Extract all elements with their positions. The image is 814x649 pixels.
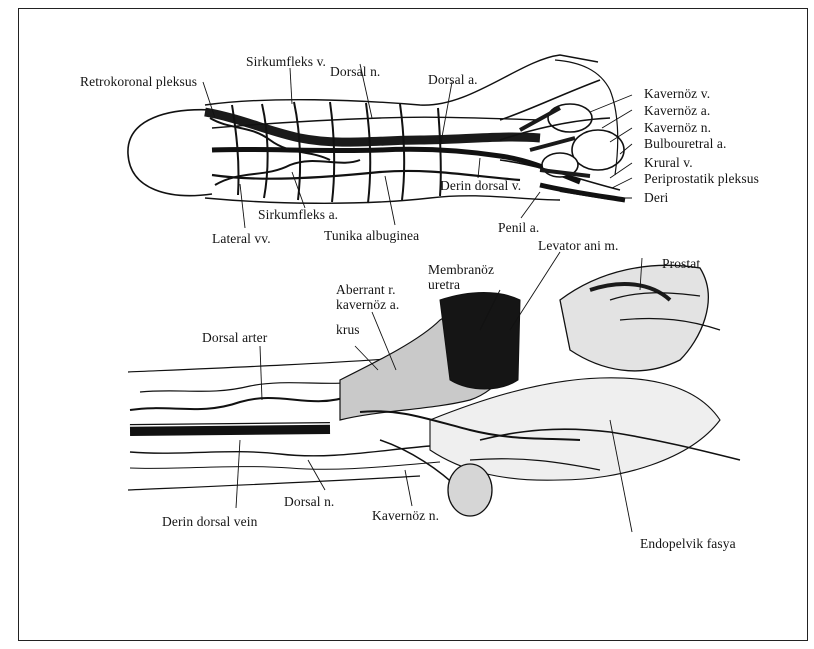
label-dorsal-a: Dorsal a. [428,72,478,87]
label-derin-dorsal-vein: Derin dorsal vein [162,514,257,529]
label-bulbouretral-a: Bulbouretral a. [644,136,726,151]
label-sirkumfleks-v: Sirkumfleks v. [246,54,326,69]
label-krural-v: Krural v. [644,155,693,170]
label-aberrant-kavernoz-a: Aberrant r. kavernöz a. [336,282,399,312]
label-retrokoronal-pleksus: Retrokoronal pleksus [80,74,197,89]
lateral-deep-dorsal-vein [130,428,330,430]
label-dorsal-n-top: Dorsal n. [330,64,380,79]
penis-lateral-view [128,252,740,532]
label-dorsal-n-bottom: Dorsal n. [284,494,334,509]
label-sirkumfleks-a: Sirkumfleks a. [258,207,338,222]
label-tunika-albuginea: Tunika albuginea [324,228,419,243]
label-deri: Deri [644,190,668,205]
label-lateral-vv: Lateral vv. [212,231,271,246]
membranous-urethra-region [440,293,520,390]
label-levator-ani-m: Levator ani m. [538,238,619,253]
label-membranoz-uretra: Membranöz uretra [428,262,494,292]
glans [128,110,212,196]
label-prostat: Prostat [662,256,700,271]
label-penil-a: Penil a. [498,220,539,235]
label-kavernoz-a: Kavernöz a. [644,103,710,118]
label-periprostatik-pleksus: Periprostatik pleksus [644,171,759,186]
label-kavernoz-v: Kavernöz v. [644,86,710,101]
label-krus: krus [336,322,360,337]
ischial-mass [448,464,492,516]
label-kavernoz-n-bottom: Kavernöz n. [372,508,439,523]
label-endopelvik-fasya: Endopelvik fasya [640,536,736,551]
label-dorsal-arter: Dorsal arter [202,330,267,345]
penis-dorsal-view [128,55,632,228]
label-derin-dorsal-v: Derin dorsal v. [440,178,521,193]
label-kavernoz-n-top: Kavernöz n. [644,120,711,135]
dark-venous-band [205,112,540,142]
prostate-region [560,265,708,371]
